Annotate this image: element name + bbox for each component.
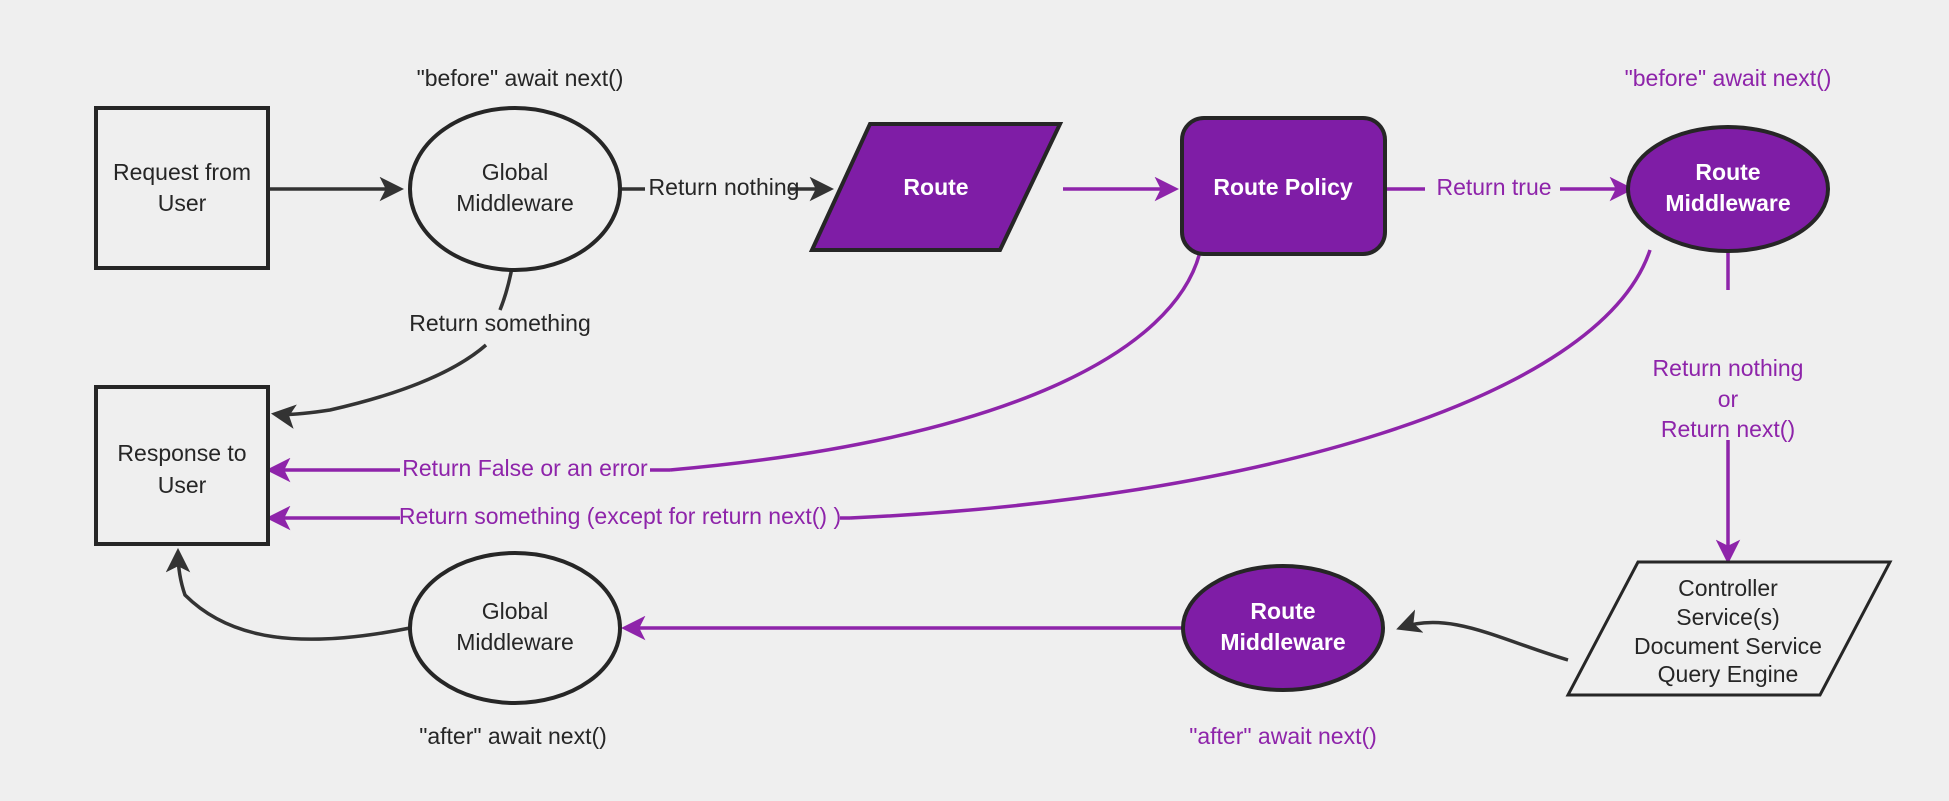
global-middleware-top-shape: [408, 106, 622, 272]
request-label-line1: Request from: [113, 159, 251, 185]
route-middleware-bottom-label-line1: Route: [1250, 598, 1315, 624]
route-middleware-bottom-label-line2: Middleware: [1220, 629, 1345, 655]
response-label-line1: Response to: [117, 440, 246, 466]
route-middleware-bottom-shape: [1181, 564, 1385, 692]
edge-label-return-nothing: Return nothing: [649, 174, 800, 200]
edge-label-return-false-or-error: Return False or an error: [402, 455, 648, 481]
annotation-after-await-next-global: "after" await next(): [419, 723, 607, 749]
route-policy-label: Route Policy: [1213, 174, 1353, 200]
node-route-policy[interactable]: Route Policy: [1180, 116, 1387, 256]
node-global-middleware-top[interactable]: Global Middleware: [408, 106, 622, 272]
edge-label-return-nothing-or-next-line1: Return nothing: [1653, 355, 1804, 381]
route-middleware-top-label-line1: Route: [1695, 159, 1760, 185]
node-route[interactable]: Route: [808, 122, 1064, 252]
edge-label-return-something: Return something: [409, 310, 591, 336]
edge-label-return-true: Return true: [1436, 174, 1551, 200]
route-policy-shape: [1180, 116, 1387, 256]
annotation-before-await-next-global: "before" await next(): [417, 65, 624, 91]
node-route-middleware-bottom[interactable]: Route Middleware: [1181, 564, 1385, 692]
node-response-to-user[interactable]: Response to User: [94, 385, 270, 546]
global-middleware-bottom-shape: [408, 551, 622, 705]
controller-parallelogram-shape: [1565, 560, 1893, 697]
node-route-middleware-top[interactable]: Route Middleware: [1626, 125, 1830, 253]
edge-label-return-nothing-or-next-line2: or: [1718, 386, 1739, 412]
edge-global-middleware-bottom-to-response: [165, 547, 411, 641]
edge-label-return-nothing-or-next-line3: Return next(): [1661, 416, 1795, 442]
route-label: Route: [903, 174, 968, 200]
edge-global-middleware-to-response: [270, 343, 488, 429]
controller-label-line2: Service(s): [1676, 604, 1780, 630]
node-request-from-user[interactable]: Request from User: [94, 106, 270, 270]
edge-controller-to-route-middleware-bottom: [1396, 609, 1569, 662]
request-box-shape: [94, 106, 270, 270]
global-middleware-bottom-label-line2: Middleware: [456, 629, 574, 655]
controller-label-line4: Query Engine: [1658, 661, 1799, 687]
node-global-middleware-bottom[interactable]: Global Middleware: [408, 551, 622, 705]
annotation-before-await-next-route: "before" await next(): [1625, 65, 1832, 91]
global-middleware-top-label-line1: Global: [482, 159, 548, 185]
global-middleware-top-label-line2: Middleware: [456, 190, 574, 216]
edge-route-middleware-return-something-curve: [849, 249, 1652, 520]
node-controller-services[interactable]: Controller Service(s) Document Service Q…: [1565, 560, 1893, 697]
edge-route-policy-return-false-curve: [669, 251, 1202, 472]
request-label-line2: User: [158, 190, 207, 216]
controller-label-line3: Document Service: [1634, 633, 1822, 659]
route-middleware-top-label-line2: Middleware: [1665, 190, 1790, 216]
edge-label-return-something-except: Return something (except for return next…: [399, 503, 841, 529]
response-label-line2: User: [158, 472, 207, 498]
global-middleware-bottom-label-line1: Global: [482, 598, 548, 624]
route-middleware-top-shape: [1626, 125, 1830, 253]
route-parallelogram-shape: [808, 122, 1064, 252]
annotation-after-await-next-route: "after" await next(): [1189, 723, 1377, 749]
controller-label-line1: Controller: [1678, 575, 1778, 601]
response-box-shape: [94, 385, 270, 546]
